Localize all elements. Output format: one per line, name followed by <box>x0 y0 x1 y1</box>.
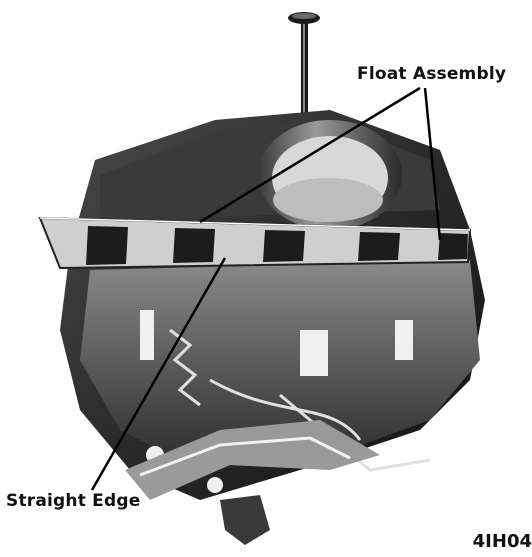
callout-leader-lines <box>90 86 442 491</box>
carburetor-body <box>60 110 485 545</box>
straight-edge-bar <box>38 216 472 270</box>
float-assembly-label: Float Assembly <box>357 64 507 84</box>
figure-number: 4IH04 <box>472 531 532 552</box>
straight-edge-label: Straight Edge <box>6 491 141 511</box>
pin-rod <box>288 12 320 142</box>
